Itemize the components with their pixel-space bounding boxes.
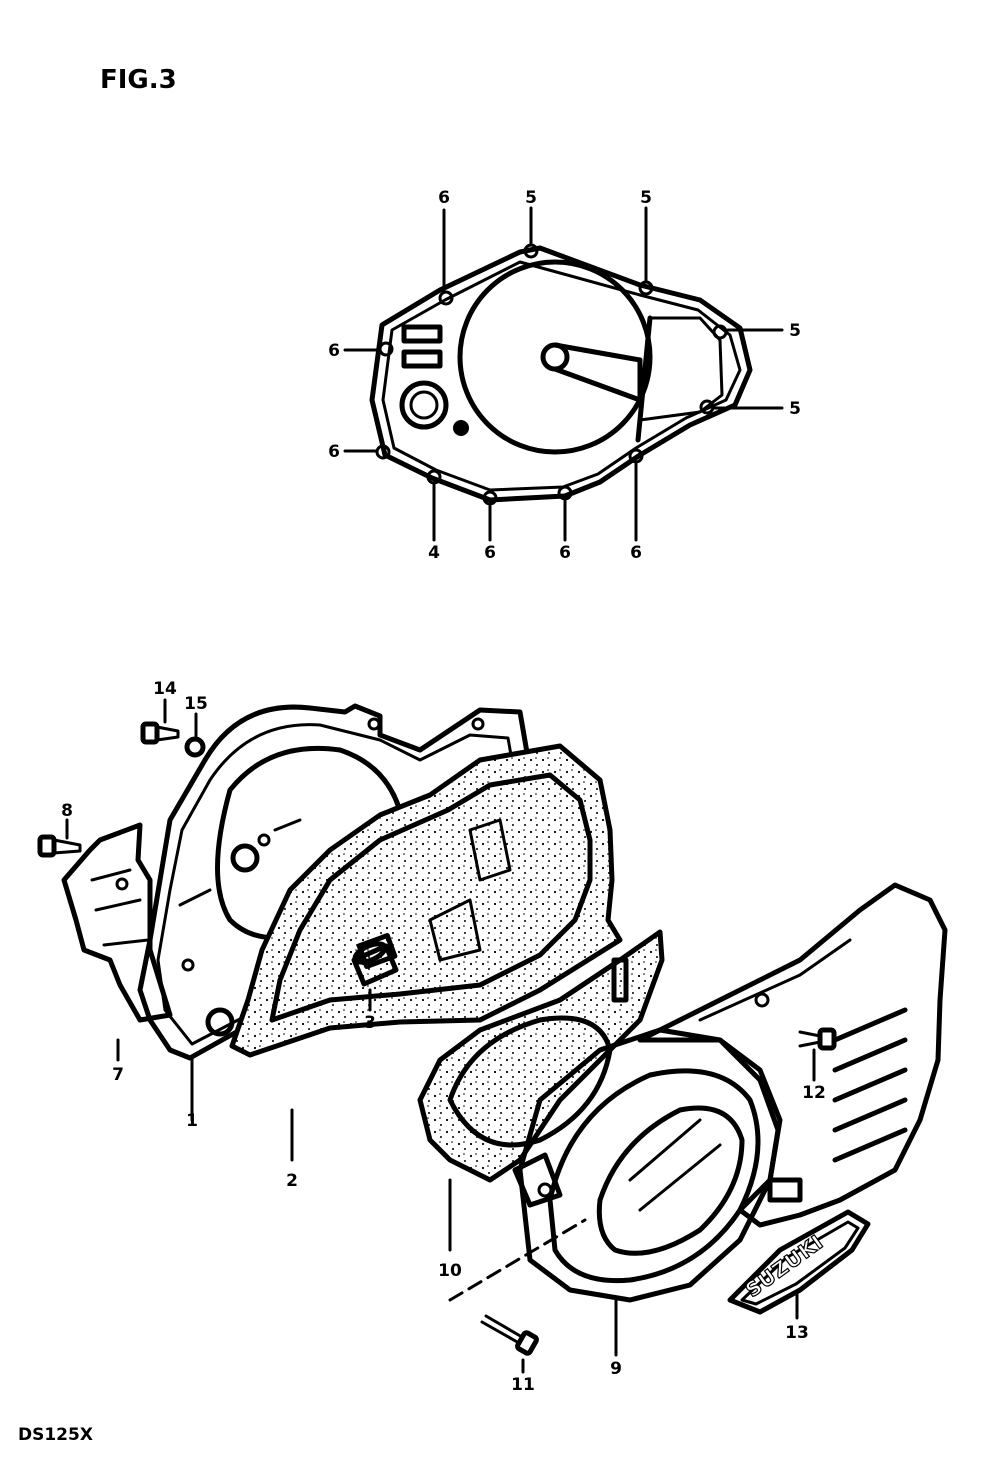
suzuki-emblem-part-13: SUZUKI: [727, 1209, 871, 1315]
screw-part-12: [798, 1027, 837, 1051]
bolt-part-8: [37, 834, 82, 858]
callout-label: 6: [328, 442, 340, 462]
callout-label: 11: [511, 1375, 535, 1395]
callout-label: 1: [186, 1111, 198, 1131]
callout-label: 5: [789, 399, 801, 419]
callout-label: 14: [153, 679, 177, 699]
callout-label: 6: [559, 543, 571, 563]
assembled-crankcase-cover: [369, 243, 753, 506]
screw-part-14: [140, 721, 180, 745]
callout-label: 3: [364, 1013, 376, 1033]
callout-label: 7: [112, 1065, 124, 1085]
callout-label: 5: [525, 188, 537, 208]
bottom-leader-lines: [65, 698, 816, 1374]
callout-label: 10: [438, 1261, 462, 1281]
gasket-part-10: [417, 929, 665, 1183]
top-leader-lines: [343, 206, 784, 542]
callout-label: 2: [286, 1171, 298, 1191]
gasket-part-2: [229, 743, 623, 1058]
screw-part-11: [480, 1314, 539, 1356]
inner-cover-part-1: [137, 703, 533, 1061]
sprocket-cover-part-12: [637, 882, 948, 1228]
callout-label: 8: [61, 801, 73, 821]
callout-label: 6: [484, 543, 496, 563]
callout-label: 9: [610, 1359, 622, 1379]
callout-label: 5: [789, 321, 801, 341]
dowel-pin-part-3: [351, 941, 399, 987]
figure-title: FIG.3: [100, 65, 177, 95]
callout-label: 6: [630, 543, 642, 563]
model-code: DS125X: [18, 1425, 93, 1445]
callout-label: 6: [328, 341, 340, 361]
callout-label: 6: [438, 188, 450, 208]
callout-label: 12: [802, 1083, 826, 1103]
washer-part-15: [184, 736, 206, 758]
callout-label: 15: [184, 694, 208, 714]
bracket-part-7: [61, 822, 173, 1023]
callout-label: 13: [785, 1323, 809, 1343]
callout-label: 5: [640, 188, 652, 208]
clutch-cover-disc: [457, 259, 653, 455]
callout-label: 4: [428, 543, 440, 563]
